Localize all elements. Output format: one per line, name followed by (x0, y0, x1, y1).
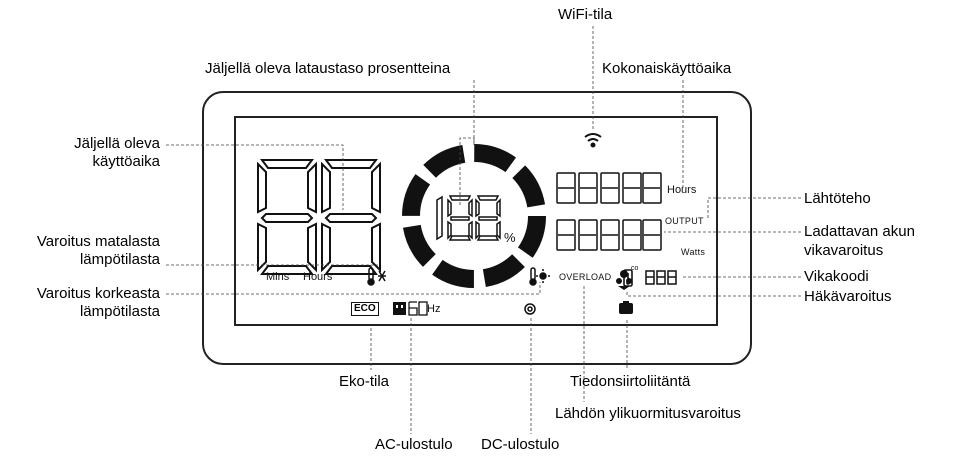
callout-wifi: WiFi-tila (558, 6, 613, 23)
watts-label: Watts (681, 247, 706, 257)
wifi-icon (584, 133, 602, 148)
frequency-digits (408, 301, 428, 316)
hz-label: Hz (427, 303, 441, 315)
callout-eco-mode: Eko-tila (339, 373, 390, 390)
callout-fault-code: Vikakoodi (804, 268, 869, 285)
mins-label: Mins (266, 271, 290, 283)
eco-indicator: ECO (351, 302, 379, 316)
output-label: OUTPUT (665, 216, 704, 226)
callout-low-temp-1: Varoitus matalasta (36, 233, 160, 250)
callout-ac-output: AC-ulostulo (375, 436, 453, 453)
lcd-window (234, 116, 718, 326)
percent-digits (436, 195, 501, 241)
callout-remaining-runtime-1: Jäljellä oleva (74, 135, 160, 152)
data-port-icon (619, 301, 633, 314)
callout-output-power: Lähtöteho (804, 190, 871, 207)
dc-output-icon (524, 303, 536, 315)
thermometer-snow-icon (367, 267, 386, 286)
right-digits (556, 172, 677, 285)
callout-high-temp-2: lämpötilasta (79, 303, 160, 320)
callout-battery-fault-1: Ladattavan akun (804, 223, 915, 240)
percent-sign: % (504, 230, 516, 245)
runtime-digits (257, 159, 381, 275)
overload-label: OVERLOAD (559, 272, 612, 282)
co-superscript: co (631, 265, 639, 272)
callout-data-port: Tiedonsiirtoliitäntä (570, 373, 691, 390)
callout-dc-output: DC-ulostulo (481, 436, 560, 453)
callout-high-temp-1: Varoitus korkeasta (36, 285, 160, 302)
battery-ring (402, 144, 546, 288)
callout-co-warning: Häkävaroitus (804, 288, 892, 305)
exclamation-battery-icon (623, 269, 633, 287)
ac-output-icon (393, 302, 406, 315)
leader-lines (166, 26, 801, 434)
device-outline (202, 91, 752, 365)
callout-overload-warning: Lähdön ylikuormitusvaroitus (555, 405, 741, 422)
callout-total-runtime: Kokonaiskäyttöaika (602, 60, 732, 77)
callout-low-temp-2: lämpötilasta (79, 251, 160, 268)
hours-right-label: Hours (667, 184, 697, 196)
callout-remaining-runtime-2: käyttöaika (92, 153, 160, 170)
callout-battery-fault-2: vikavaroitus (804, 242, 884, 259)
callout-battery-percent: Jäljellä oleva lataustaso prosentteina (205, 60, 451, 77)
thermometer-sun-icon (529, 267, 550, 286)
hours-left-label: Hours (303, 271, 333, 283)
